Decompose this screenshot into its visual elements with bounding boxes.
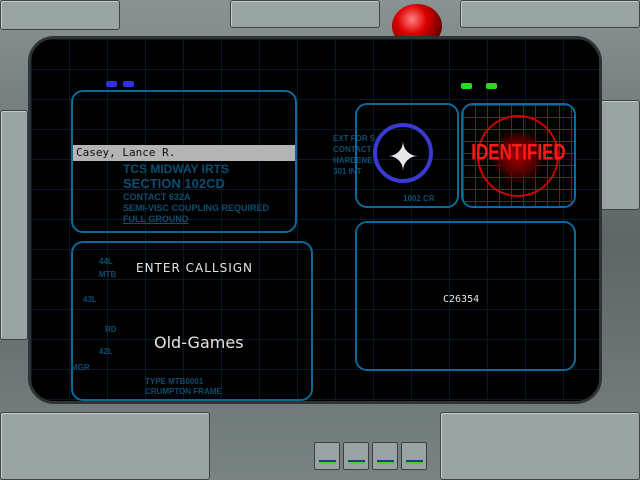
callsign-panel (71, 241, 313, 401)
target-reticle-icon (477, 115, 559, 197)
frame-plate (600, 100, 640, 210)
bottom-button-4[interactable] (401, 442, 427, 470)
bg-text: 44L (99, 257, 113, 266)
identified-status: IDENTIFIED (471, 140, 566, 165)
bg-text: TCS MIDWAY IRTS (123, 162, 230, 176)
bg-text: RD (105, 325, 117, 334)
frame-plate (0, 0, 120, 30)
badge-caption: 1002 CR (403, 194, 435, 203)
frame-plate (0, 412, 210, 480)
bg-text: EXT FOR S (333, 134, 376, 143)
bg-text-block: EXT FOR S CONTACT HARDENE 301 INT (333, 133, 375, 177)
bg-text: 301 INT (333, 167, 362, 176)
selected-pilot-row[interactable]: Casey, Lance R. (73, 145, 295, 161)
bg-text: MTB (99, 270, 117, 279)
identification-panel (461, 103, 576, 208)
compass-badge-icon: ✦ (373, 123, 433, 183)
bottom-button-1[interactable] (314, 442, 340, 470)
frame-plate (440, 412, 640, 480)
bg-text: FULL GROUND (123, 214, 189, 224)
callsign-input[interactable]: Old-Games (154, 333, 244, 352)
bg-text: SEMI-VISC COUPLING REQUIRED (123, 203, 270, 213)
green-led (461, 83, 472, 89)
bg-text: 42L (99, 347, 113, 356)
blueprint-grid (31, 39, 599, 401)
bg-text: 43L (83, 295, 97, 304)
serial-number: C26354 (443, 294, 480, 305)
badge-panel (355, 103, 459, 208)
bg-text: MGR (71, 363, 90, 372)
bg-text: CONTACT (333, 145, 372, 154)
bg-text: SECTION 102CD (123, 176, 225, 191)
main-screen: TCS MIDWAY IRTS SECTION 102CD CONTACT 63… (28, 36, 602, 404)
roster-panel (71, 90, 297, 233)
callsign-prompt: ENTER CALLSIGN (136, 261, 254, 275)
bg-text: TYPE MTB0001 (145, 377, 204, 386)
frame-plate (460, 0, 640, 28)
frame-plate (0, 110, 28, 340)
serial-panel (355, 221, 576, 371)
bg-text: CONTACT 632A (123, 192, 191, 202)
bg-text: CRUMPTON FRAME (145, 387, 222, 396)
bottom-button-2[interactable] (343, 442, 369, 470)
blue-led (106, 81, 117, 87)
blue-led (123, 81, 134, 87)
frame-plate (230, 0, 380, 28)
bottom-button-3[interactable] (372, 442, 398, 470)
bg-text: HARDENE (333, 156, 373, 165)
green-led (486, 83, 497, 89)
